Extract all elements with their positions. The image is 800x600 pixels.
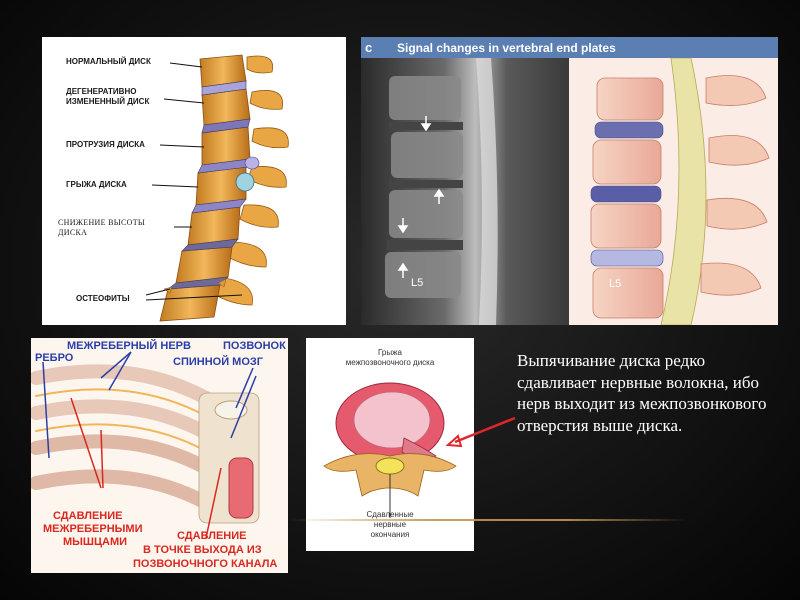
hernia-bottom-3: окончания: [370, 530, 410, 539]
label-disc-height-loss-1: СНИЖЕНИЕ ВЫСОТЫ: [58, 218, 146, 227]
hernia-illustration: [323, 382, 457, 518]
spine-degeneration-figure: НОРМАЛЬНЫЙ ДИСК ДЕГЕНЕРАТИВНО ИЗМЕНЕННЫЙ…: [42, 37, 346, 325]
illustration-level-label: L5: [609, 278, 621, 290]
label-disc-height-loss-2: ДИСКА: [58, 228, 88, 237]
label-compression-exit-2: В ТОЧКЕ ВЫХОДА ИЗ: [143, 544, 262, 556]
mri-figure-title: Signal changes in vertebral end plates: [397, 41, 616, 55]
mri-endplate-figure: c Signal changes in vertebral end plates: [361, 37, 778, 325]
label-normal-disc: НОРМАЛЬНЫЙ ДИСК: [66, 57, 151, 66]
label-spinal-cord: СПИННОЙ МОЗГ: [173, 356, 264, 368]
hernia-title-1: Грыжа: [378, 348, 402, 357]
label-degenerative-disc-2: ИЗМЕНЕННЫЙ ДИСК: [66, 97, 150, 106]
hernia-title-2: межпозвоночного диска: [345, 358, 435, 367]
label-disc-hernia: ГРЫЖА ДИСКА: [66, 180, 127, 189]
intercostal-illustration: [31, 351, 260, 539]
label-compression-muscles-2: МЕЖРЕБЕРНЫМИ: [43, 523, 143, 535]
label-rib: РЕБРО: [35, 352, 74, 364]
hernia-bottom-2: нервные: [373, 520, 407, 529]
spine-illustration: [145, 54, 289, 322]
mri-figure-header: c Signal changes in vertebral end plates: [361, 37, 778, 58]
label-disc-protrusion: ПРОТРУЗИЯ ДИСКА: [66, 140, 145, 149]
label-compression-muscles-3: МЫШЦАМИ: [63, 536, 128, 548]
mri-images: L5 L5: [361, 58, 778, 325]
label-vertebra: ПОЗВОНОК: [223, 340, 286, 352]
label-degenerative-disc-1: ДЕГЕНЕРАТИВНО: [66, 87, 137, 96]
label-compression-exit-1: СДАВЛЕНИЕ: [177, 530, 247, 542]
figure-letter: c: [365, 40, 373, 55]
mri-level-label: L5: [411, 277, 423, 289]
label-compression-muscles-1: СДАВЛЕНИЕ: [53, 510, 123, 522]
decorative-divider: [288, 519, 688, 521]
label-intercostal-nerve: МЕЖРЕБЕРНЫЙ НЕРВ: [67, 340, 191, 352]
slide-caption: Выпячивание диска редко сдавливает нервн…: [517, 351, 767, 435]
label-osteophytes: ОСТЕОФИТЫ: [76, 294, 130, 303]
intercostal-nerve-figure: МЕЖРЕБЕРНЫЙ НЕРВ РЕБРО ПОЗВОНОК СПИННОЙ …: [31, 338, 288, 573]
hernia-bottom-1: Сдавленные: [366, 510, 414, 519]
label-compression-exit-3: ПОЗВОНОЧНОГО КАНАЛА: [133, 558, 278, 570]
